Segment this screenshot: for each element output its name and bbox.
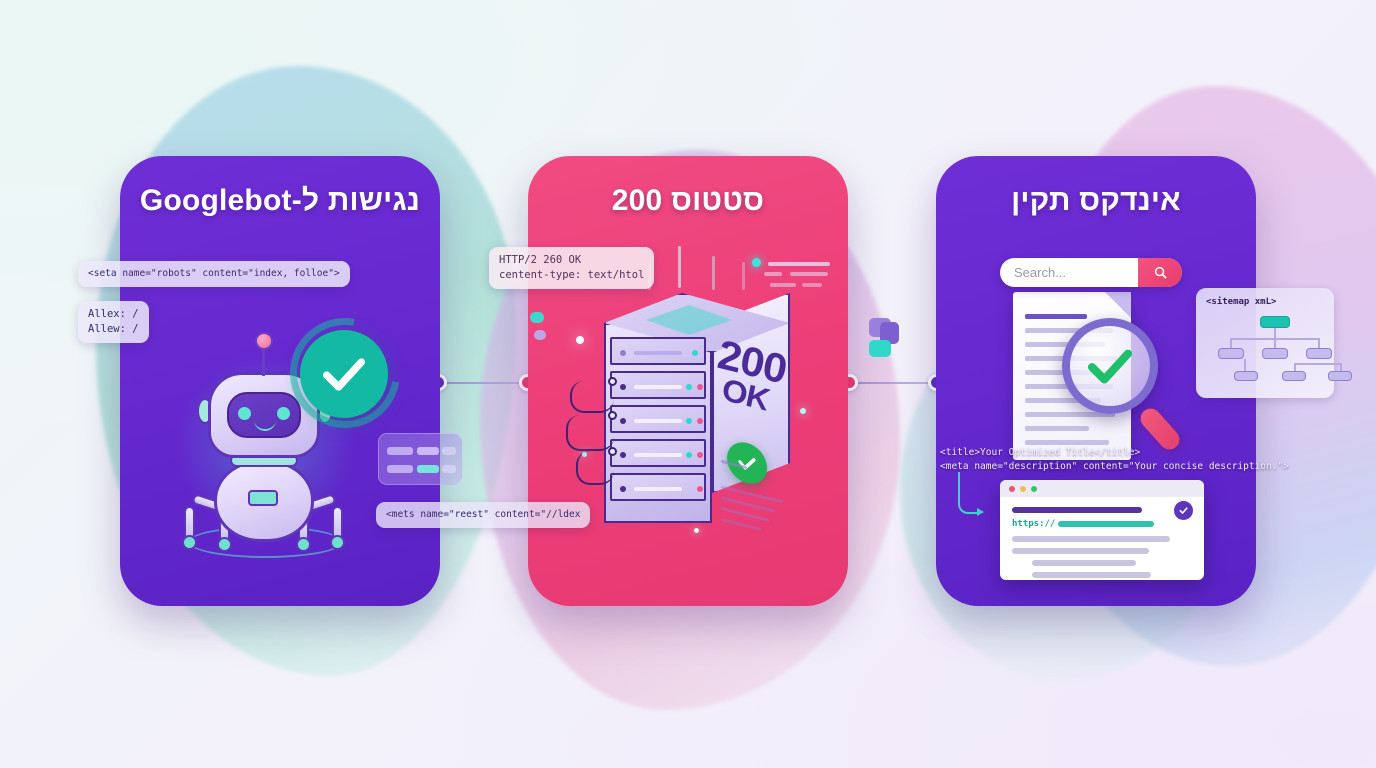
connector-line-right — [856, 382, 944, 384]
browser-titlebar — [1000, 480, 1204, 497]
server-rack-illustration: 200 OK — [566, 285, 816, 555]
data-chip — [534, 330, 546, 340]
code-chip-meta-index: <mets name="reest" content="//ldex — [376, 502, 591, 528]
code-chip-robots-allow: Allex: / Allew: / — [78, 301, 149, 344]
http-response-line-2: centent-type: text/htol — [499, 269, 645, 282]
search-icon — [1154, 266, 1166, 279]
search-bar[interactable]: Search... — [1000, 258, 1182, 287]
window-maximize-dot — [1031, 485, 1037, 492]
data-chip — [530, 312, 544, 323]
search-button[interactable] — [1138, 258, 1182, 287]
success-check-badge — [300, 330, 388, 418]
serp-text-line — [1031, 560, 1137, 566]
serp-url-prefix: https:// — [1012, 519, 1056, 529]
serp-preview: https:// — [1000, 480, 1204, 580]
data-chip — [869, 340, 891, 357]
glow-particle — [582, 452, 587, 457]
data-chip — [880, 322, 899, 344]
data-stream-bar — [790, 272, 828, 276]
flow-arrow-head — [977, 508, 984, 516]
data-beam — [712, 256, 715, 290]
serp-title-line — [1012, 507, 1142, 513]
data-stream-bar — [768, 262, 830, 266]
glow-particle — [800, 408, 806, 414]
floating-data-panel — [378, 433, 462, 485]
data-beam — [678, 246, 681, 288]
serp-text-line — [1012, 536, 1171, 542]
check-icon — [1179, 507, 1188, 514]
verified-badge — [1174, 501, 1193, 520]
serp-url-bar — [1058, 521, 1155, 527]
data-node-dot — [752, 258, 761, 267]
check-icon — [322, 358, 366, 391]
meta-code-snippet: <title>Your Optimized Title</title> <met… — [940, 446, 1289, 475]
crawler-robot-illustration — [170, 330, 360, 558]
card-title-2: סטטוס 200 — [611, 184, 765, 217]
code-chip-http-response: HTTP/2 260 OK centent-type: text/htol — [489, 247, 655, 290]
title-tag-line: <title>Your Optimized Title</title> — [940, 447, 1141, 458]
serp-url-row: https:// — [1012, 519, 1192, 529]
browser-content: https:// — [1000, 497, 1204, 580]
check-icon — [738, 458, 756, 470]
http-response-line-1: HTTP/2 260 OK — [499, 254, 582, 266]
window-minimize-dot — [1020, 485, 1026, 492]
window-close-dot — [1009, 485, 1015, 492]
data-stream-bar — [770, 283, 796, 287]
data-stream-bar — [802, 283, 822, 287]
code-chip-meta-robots: <seta name="robots" content="index, foll… — [78, 261, 350, 287]
serp-text-line — [1031, 572, 1151, 578]
serp-text-line — [1012, 548, 1149, 554]
flow-arrow — [958, 472, 980, 514]
search-input-placeholder[interactable]: Search... — [1014, 265, 1067, 280]
sitemap-panel: <sitemap xmL> — [1196, 288, 1352, 398]
card-title-1: נגישות ל-Googlebot — [139, 184, 421, 217]
sitemap-tree — [1206, 316, 1352, 394]
robots-allow-line-2: Allew: / — [88, 323, 139, 336]
magnifier-lens — [1062, 318, 1158, 414]
robots-allow-line-1: Allex: / — [88, 308, 139, 320]
check-icon — [1087, 349, 1133, 384]
server-status-code: 200 OK — [718, 330, 785, 420]
sitemap-label: <sitemap xmL> — [1206, 297, 1277, 307]
connector-line-left — [446, 382, 536, 384]
glow-particle — [694, 528, 699, 533]
data-beam — [742, 262, 745, 290]
data-stream-bar — [764, 272, 782, 276]
card-title-3: אינדקס תקין — [1011, 184, 1181, 217]
glow-particle — [576, 336, 584, 344]
description-tag-line: <meta name="description" content="Your c… — [940, 461, 1289, 473]
